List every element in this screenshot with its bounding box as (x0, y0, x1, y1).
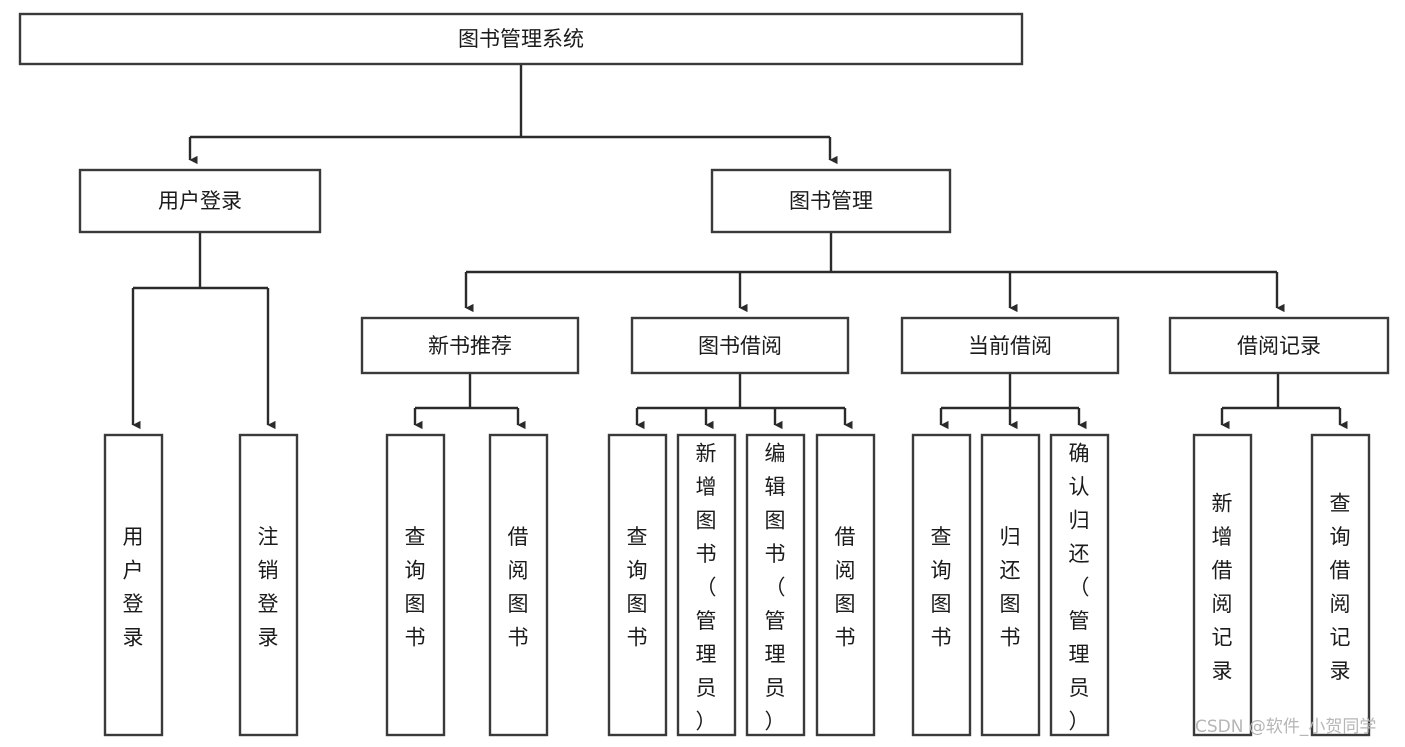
leaf-user-login-label: 用户登录 (123, 525, 144, 650)
leaf-edit-book-box[interactable] (745, 433, 806, 737)
current-borrow-box[interactable] (900, 316, 1120, 375)
node-user-login[interactable]: 用户登录 (78, 168, 322, 234)
book-borrow-box[interactable] (630, 316, 850, 375)
node-leaf-query-book-2[interactable]: 查询图书 (607, 433, 668, 737)
borrow-record-label: 借阅记录 (1237, 334, 1321, 358)
new-book-recommend-box[interactable] (360, 316, 580, 375)
node-leaf-query-record[interactable]: 查询借阅记录 (1310, 433, 1371, 737)
book-management-box[interactable] (710, 168, 952, 234)
leaf-user-login-box[interactable] (103, 433, 164, 737)
book-management-label: 图书管理 (789, 189, 873, 213)
node-leaf-return-book[interactable]: 归还图书 (980, 433, 1041, 737)
leaf-query-book-1-label: 查询图书 (405, 525, 426, 650)
leaf-add-record-box[interactable] (1192, 433, 1253, 737)
borrow-record-box[interactable] (1168, 316, 1390, 375)
leaf-borrow-book-2-label: 借阅图书 (835, 525, 856, 650)
edge-group (131, 65, 1348, 430)
book-borrow-label: 图书借阅 (698, 334, 782, 358)
node-leaf-user-login[interactable]: 用户登录 (103, 433, 164, 737)
node-root[interactable]: 图书管理系统 (18, 12, 1024, 66)
leaf-borrow-book-2-box[interactable] (815, 433, 876, 737)
node-leaf-confirm-return[interactable]: 确认归还（管理员） (1049, 433, 1110, 737)
leaf-query-book-1-box[interactable] (385, 433, 446, 737)
node-leaf-borrow-book-1[interactable]: 借阅图书 (488, 433, 549, 737)
user-login-box[interactable] (78, 168, 322, 234)
root-box[interactable] (18, 12, 1024, 66)
leaf-return-book-label: 归还图书 (1000, 525, 1021, 650)
leaf-query-book-3-label: 查询图书 (931, 525, 952, 650)
node-leaf-logout[interactable]: 注销登录 (238, 433, 299, 737)
node-leaf-add-record[interactable]: 新增借阅记录 (1192, 433, 1253, 737)
node-leaf-edit-book[interactable]: 编辑图书（管理员） (745, 433, 806, 737)
node-leaf-query-book-3[interactable]: 查询图书 (911, 433, 972, 737)
node-new-book-recommend[interactable]: 新书推荐 (360, 316, 580, 375)
leaf-confirm-return-label: 确认归还（管理员） (1069, 441, 1090, 733)
node-current-borrow[interactable]: 当前借阅 (900, 316, 1120, 375)
leaf-query-book-2-label: 查询图书 (627, 525, 648, 650)
leaf-borrow-book-1-label: 借阅图书 (508, 525, 529, 650)
leaf-logout-label: 注销登录 (258, 525, 279, 650)
leaf-borrow-book-1-box[interactable] (488, 433, 549, 737)
new-book-recommend-label: 新书推荐 (428, 334, 512, 358)
leaf-return-book-box[interactable] (980, 433, 1041, 737)
node-book-management[interactable]: 图书管理 (710, 168, 952, 234)
leaf-edit-book-label: 编辑图书（管理员） (765, 441, 786, 733)
leaf-query-record-box[interactable] (1310, 433, 1371, 737)
leaf-confirm-return-box[interactable] (1049, 433, 1110, 737)
leaf-query-record-label: 查询借阅记录 (1330, 492, 1351, 684)
leaf-logout-box[interactable] (238, 433, 299, 737)
leaf-query-book-2-box[interactable] (607, 433, 668, 737)
node-borrow-record[interactable]: 借阅记录 (1168, 316, 1390, 375)
leaf-add-book-box[interactable] (676, 433, 737, 737)
node-leaf-query-book-1[interactable]: 查询图书 (385, 433, 446, 737)
node-leaf-add-book[interactable]: 新增图书（管理员） (676, 433, 737, 737)
node-leaf-borrow-book-2[interactable]: 借阅图书 (815, 433, 876, 737)
user-login-label: 用户登录 (158, 189, 242, 213)
leaf-add-record-label: 新增借阅记录 (1212, 492, 1233, 684)
csdn-watermark: CSDN @软件_小贺同学 (1195, 717, 1376, 737)
current-borrow-label: 当前借阅 (968, 334, 1052, 358)
node-book-borrow[interactable]: 图书借阅 (630, 316, 850, 375)
leaf-query-book-3-box[interactable] (911, 433, 972, 737)
root-label: 图书管理系统 (458, 27, 584, 51)
leaf-add-book-label: 新增图书（管理员） (696, 441, 717, 733)
